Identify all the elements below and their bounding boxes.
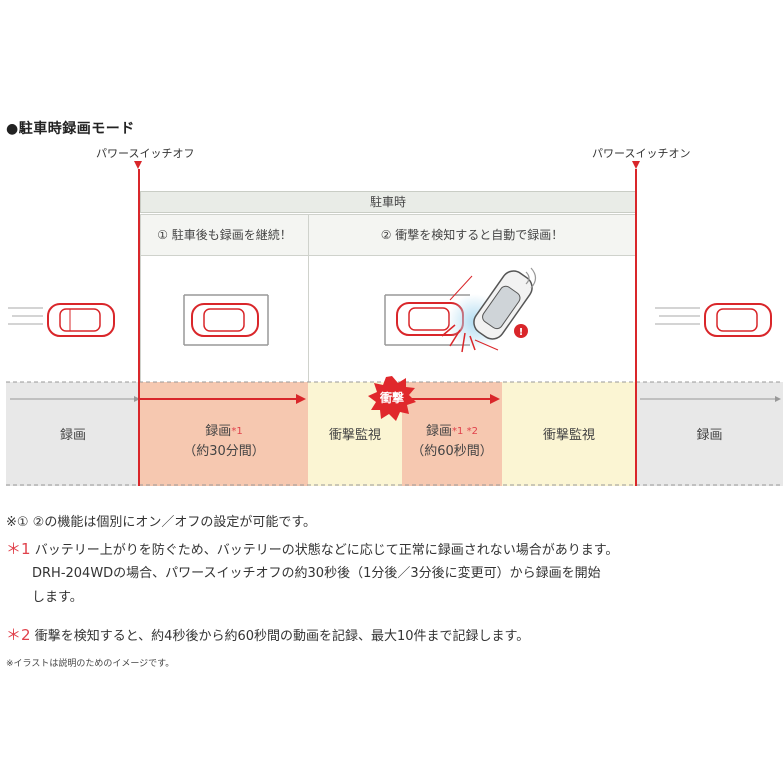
phase1-header: ① 駐車後も録画を継続！ [140, 214, 309, 256]
svg-text:!: ! [519, 327, 524, 338]
parked-car [183, 294, 269, 346]
note-1-line2: DRH-204WDの場合、パワースイッチオフの約30秒後（1分後／3分後に変更可… [32, 566, 601, 581]
segment-label: 録画 [59, 428, 86, 443]
segment-label: 衝撃監視 [328, 428, 381, 443]
segment-label: 録画 [696, 428, 723, 443]
note-2: ＊2 衝撃を検知すると、約4秒後から約60秒間の動画を記録、最大10件まで記録し… [6, 624, 529, 645]
footnote-star-1-2: *1 *2 [452, 426, 478, 437]
phase2-header: ② 衝撃を検知すると自動で録画！ [308, 214, 636, 256]
note-1-text: バッテリー上がりを防ぐため、バッテリーの状態などに応じて正常に録画されない場合が… [34, 543, 619, 558]
switch-off-line [134, 161, 142, 486]
segment-duration: （約60秒間） [411, 444, 493, 459]
note-2-mark: ＊2 [6, 626, 31, 644]
impact-badge: 衝撃 [379, 391, 404, 405]
impact-burst [441, 324, 476, 353]
record-arrow-60sec [402, 394, 500, 404]
segment-monitor-2: 衝撃監視 [502, 382, 636, 486]
impact-badge-burst [368, 376, 416, 421]
note-illustration: ※イラストは説明のためのイメージです。 [6, 659, 175, 669]
note-general: ※① ②の機能は個別にオン／オフの設定が可能です。 [6, 515, 317, 530]
segment-label: 録画 [426, 424, 453, 439]
switch-off-label: パワースイッチオフ [96, 147, 195, 160]
record-arrow-30min [140, 394, 306, 404]
note-1-line1: ＊1 バッテリー上がりを防ぐため、バッテリーの状態などに応じて正常に録画されない… [6, 538, 618, 559]
footnote-star-1: *1 [231, 426, 243, 437]
segment-label: 衝撃監視 [542, 428, 595, 443]
segment-monitor-1: 衝撃監視 [308, 382, 402, 486]
note-1-mark: ＊1 [6, 540, 31, 558]
parking-header: 駐車時 [140, 191, 636, 213]
switch-on-label: パワースイッチオン [592, 147, 691, 160]
impact-scene: ! [384, 267, 537, 353]
switch-on-line [632, 161, 640, 486]
section-title: ●駐車時録画モード [6, 121, 135, 137]
moving-car-right [655, 303, 772, 337]
note-1-line3: します。 [32, 590, 83, 605]
moving-car-left [8, 303, 115, 337]
road-arrow-right [640, 396, 781, 402]
segment-duration: （約30分間） [183, 444, 265, 459]
note-2-text: 衝撃を検知すると、約4秒後から約60秒間の動画を記録、最大10件まで記録します。 [34, 629, 530, 644]
road-arrow-left [10, 396, 140, 402]
segment-label: 録画 [205, 424, 232, 439]
